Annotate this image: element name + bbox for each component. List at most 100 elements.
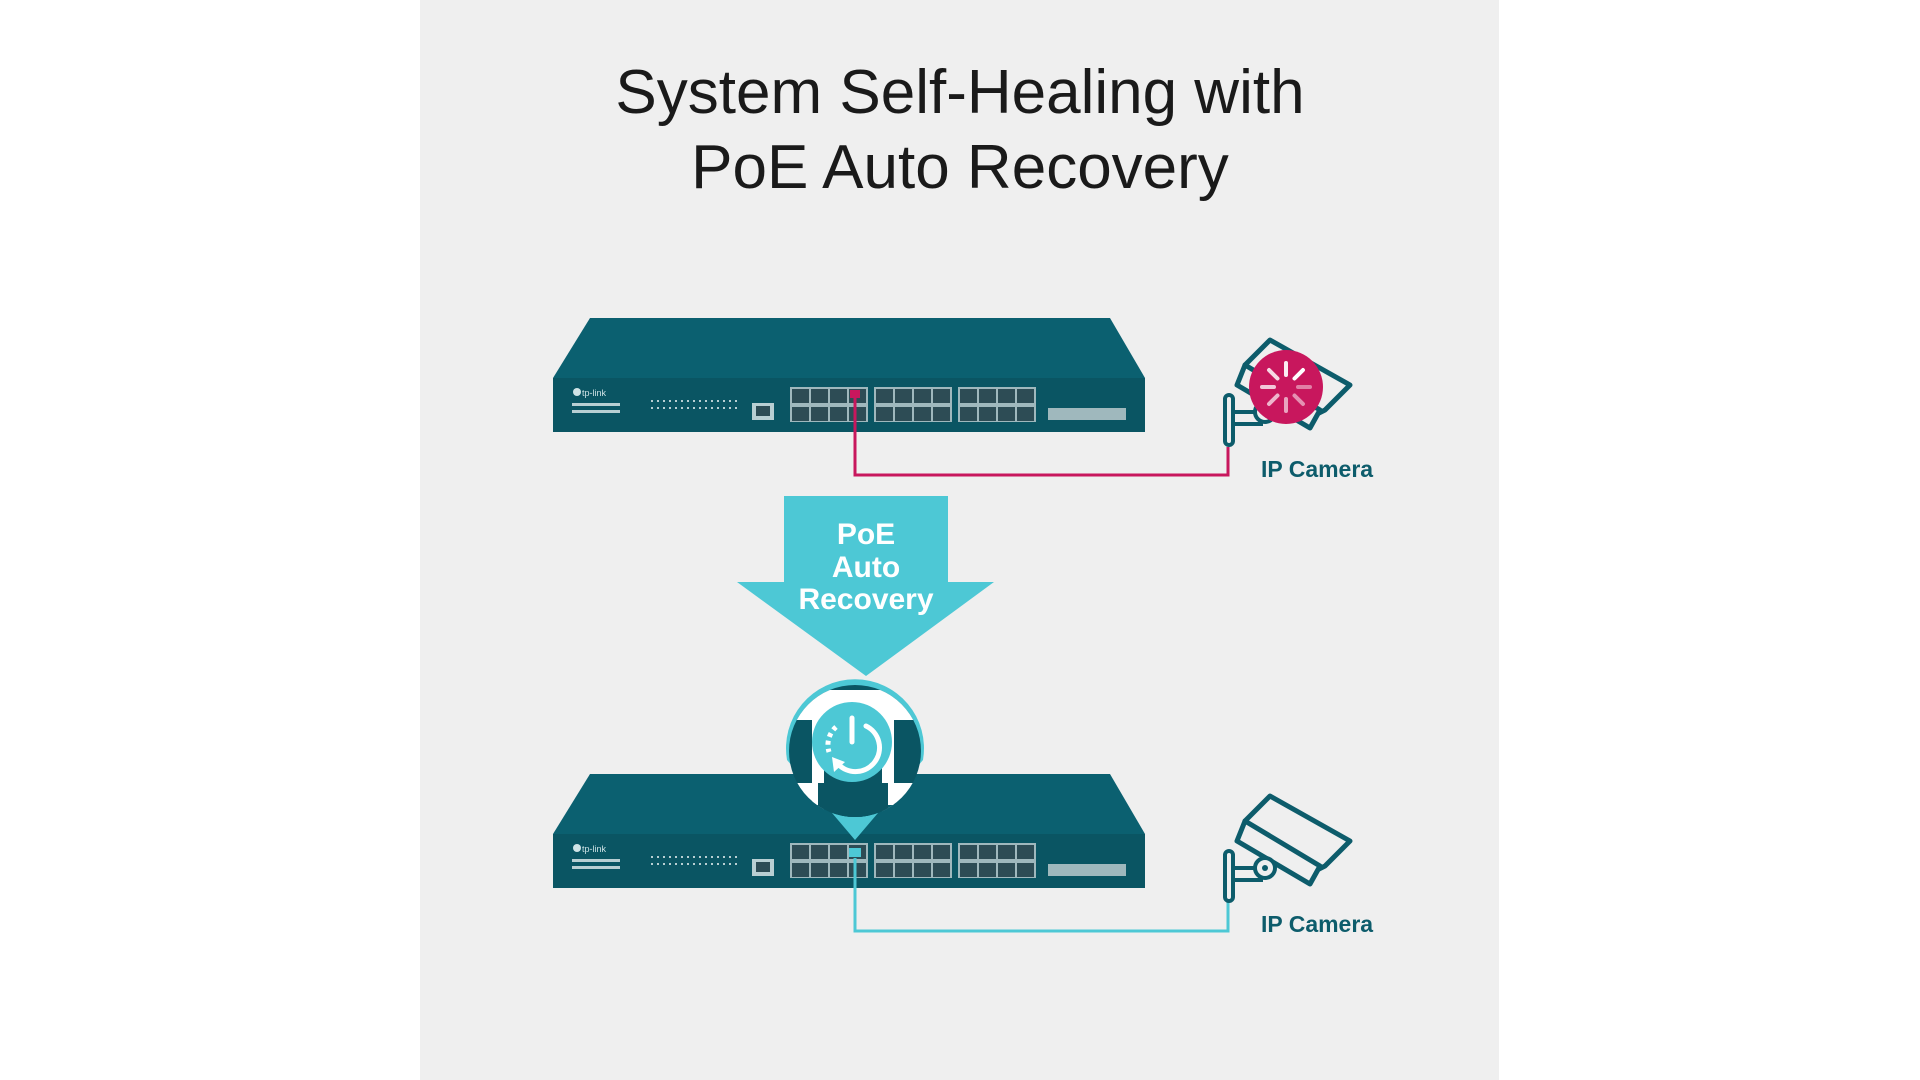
ip-camera-icon	[1223, 793, 1353, 903]
status-led	[699, 400, 701, 402]
ethernet-port	[914, 845, 931, 859]
ethernet-port	[792, 845, 809, 859]
status-led	[651, 856, 653, 858]
status-led	[705, 400, 707, 402]
ethernet-port	[979, 389, 996, 403]
status-led	[717, 407, 719, 409]
status-led	[711, 863, 713, 865]
status-led	[687, 856, 689, 858]
ip-camera-label-top: IP Camera	[1261, 456, 1373, 482]
status-led	[729, 856, 731, 858]
ethernet-port	[811, 863, 828, 877]
status-led	[651, 863, 653, 865]
brand-logo: tp-link	[582, 844, 607, 854]
status-led	[699, 856, 701, 858]
spinner-tick	[1267, 393, 1280, 406]
status-led	[735, 856, 737, 858]
vent-line	[572, 859, 620, 862]
vent-line	[572, 403, 620, 406]
ethernet-port	[979, 863, 996, 877]
status-led	[663, 856, 665, 858]
console-port-inner	[756, 406, 770, 416]
rebooting-spinner-icon	[1249, 350, 1323, 424]
port-magnifier	[786, 679, 924, 840]
status-led	[705, 407, 707, 409]
status-led	[711, 400, 713, 402]
status-led	[723, 407, 725, 409]
status-led	[735, 400, 737, 402]
faulty-poe-cable	[853, 395, 1230, 477]
console-port-inner	[756, 862, 770, 872]
status-led	[669, 863, 671, 865]
ethernet-port	[960, 845, 977, 859]
status-led	[729, 407, 731, 409]
recovery-arrow: PoE Auto Recovery	[737, 496, 994, 676]
ethernet-port	[933, 845, 950, 859]
ethernet-port	[1017, 863, 1034, 877]
network-switch-bottom: tp-link	[553, 774, 1145, 888]
status-led	[705, 856, 707, 858]
status-led	[711, 856, 713, 858]
status-led	[669, 407, 671, 409]
status-led	[723, 856, 725, 858]
background-panel	[420, 0, 1499, 1080]
ethernet-port	[811, 407, 828, 421]
status-led	[657, 856, 659, 858]
status-led	[675, 856, 677, 858]
ethernet-port	[960, 389, 977, 403]
vent-line	[572, 410, 620, 413]
camera-lens-center	[1262, 865, 1268, 871]
restored-port-indicator	[849, 848, 861, 857]
ethernet-port	[849, 863, 866, 877]
ethernet-port	[1017, 389, 1034, 403]
status-led	[723, 400, 725, 402]
status-led	[717, 863, 719, 865]
status-led	[675, 400, 677, 402]
status-led	[693, 856, 695, 858]
ethernet-port	[960, 863, 977, 877]
ethernet-port	[792, 389, 809, 403]
status-led	[657, 400, 659, 402]
switch-top-face	[553, 318, 1145, 378]
ethernet-port	[895, 407, 912, 421]
brand-logo-icon	[573, 844, 581, 852]
status-led	[693, 400, 695, 402]
status-led	[717, 856, 719, 858]
ethernet-port	[811, 845, 828, 859]
status-led	[699, 407, 701, 409]
spinner-tick	[1292, 393, 1305, 406]
ethernet-port	[914, 389, 931, 403]
ethernet-port	[876, 863, 893, 877]
sfp-slot	[1048, 408, 1126, 420]
network-switch-top: tp-link	[553, 318, 1145, 432]
ip-camera-label-bottom: IP Camera	[1261, 911, 1373, 937]
status-led	[711, 407, 713, 409]
status-led	[729, 863, 731, 865]
title-line-2: PoE Auto Recovery	[691, 133, 1229, 202]
status-led	[705, 863, 707, 865]
status-led	[669, 856, 671, 858]
status-led	[681, 400, 683, 402]
power-recovery-icon	[812, 702, 892, 782]
ethernet-port	[1017, 407, 1034, 421]
status-led	[693, 863, 695, 865]
status-led	[651, 400, 653, 402]
status-led	[699, 863, 701, 865]
ethernet-port	[914, 407, 931, 421]
ethernet-port	[998, 863, 1015, 877]
ethernet-port	[830, 863, 847, 877]
status-led	[657, 407, 659, 409]
arrow-label-line-1: PoE	[837, 518, 895, 551]
ethernet-port	[876, 845, 893, 859]
spinner-tick	[1267, 368, 1280, 381]
ethernet-port	[895, 845, 912, 859]
ethernet-port	[792, 863, 809, 877]
status-led	[675, 407, 677, 409]
status-led	[735, 407, 737, 409]
ethernet-port	[998, 389, 1015, 403]
ethernet-port	[960, 407, 977, 421]
status-led	[663, 407, 665, 409]
ethernet-port	[830, 845, 847, 859]
status-led	[651, 407, 653, 409]
